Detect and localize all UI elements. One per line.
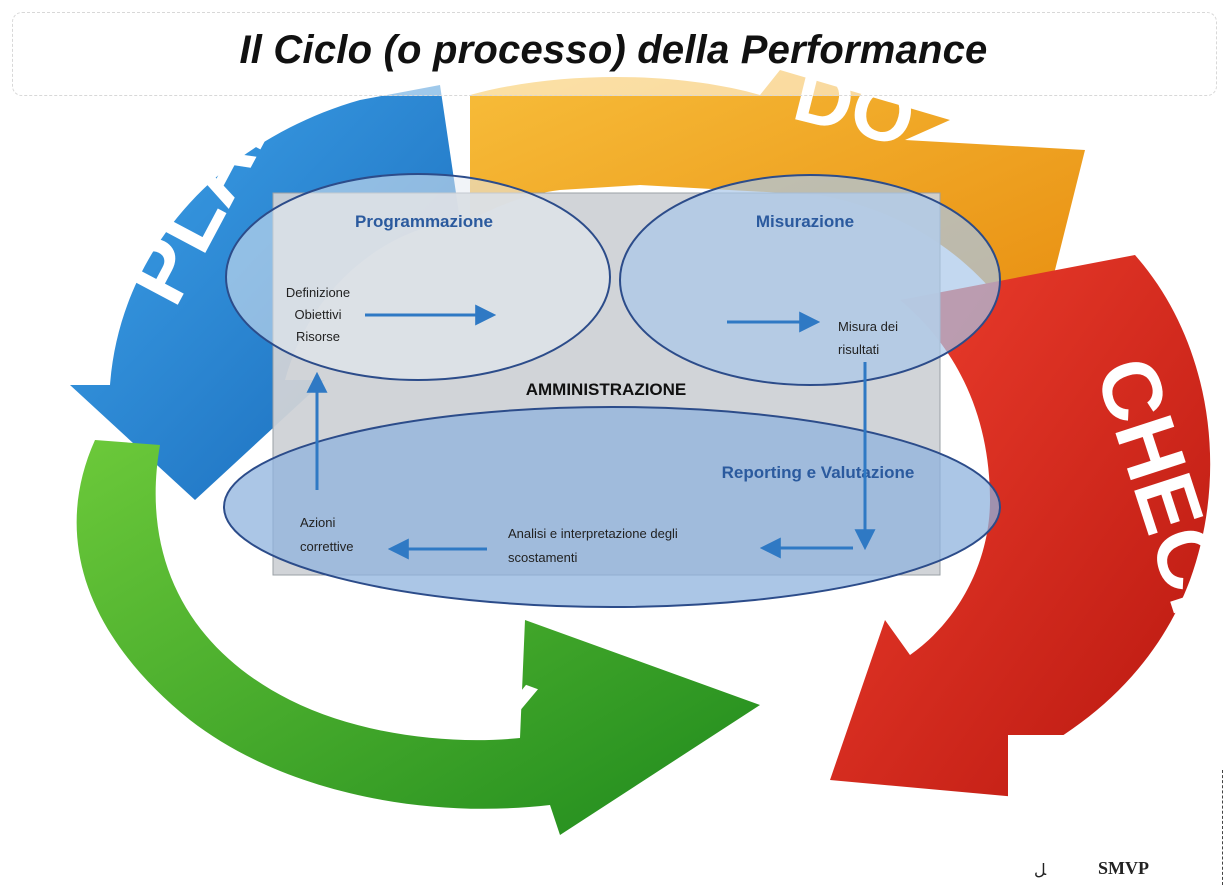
corner-panel [1008,735,1227,885]
misura-line-2: risultati [838,342,879,357]
misurazione-ellipse [619,174,1001,386]
check-arrow-segment [830,255,1211,800]
analisi-line-1: Analisi e interpretazione degli [508,526,678,541]
definizione-line: Definizione [286,285,350,300]
programmazione-ellipse [225,173,611,381]
title-box [12,12,1217,96]
do-arrow-segment [470,70,1085,330]
reporting-ellipse [223,406,1001,608]
page-title: Il Ciclo (o processo) della Performance [239,28,988,72]
reporting-title: Reporting e Valutazione [722,463,915,482]
azioni-line-1: Azioni [300,515,336,530]
corner-dashed-border [1222,770,1223,885]
misura-line-1: Misura dei [838,319,898,334]
misurazione-title: Misurazione [756,212,854,231]
programmazione-title: Programmazione [355,212,493,231]
obiettivi-line: Obiettivi [295,307,342,322]
analisi-line-2: scostamenti [508,550,577,565]
amministrazione-label: AMMINISTRAZIONE [526,380,687,399]
act-arrow-segment [76,440,760,835]
corner-glyph: ﻞ [1034,860,1047,879]
smvp-label: SMVP [1098,858,1149,878]
risorse-line: Risorse [296,329,340,344]
azioni-line-2: correttive [300,539,353,554]
